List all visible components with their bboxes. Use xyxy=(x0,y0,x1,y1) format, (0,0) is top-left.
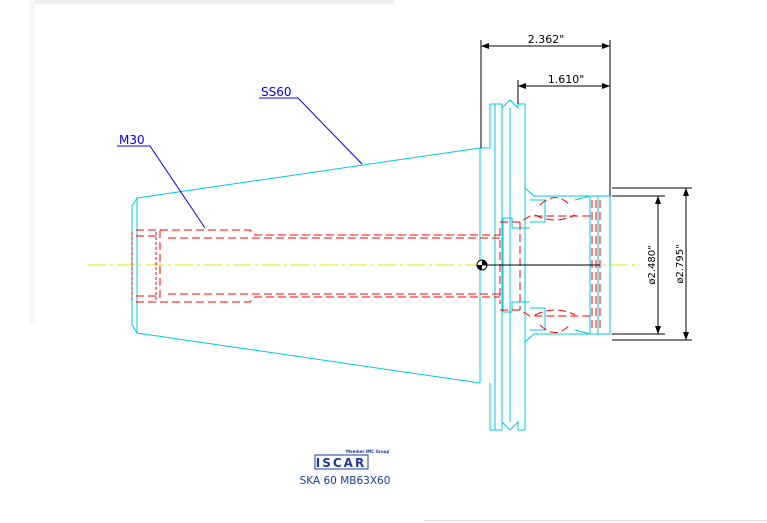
bottom-border-line xyxy=(424,520,767,521)
leader-lines xyxy=(117,97,363,229)
top-border-strip xyxy=(34,0,394,4)
brand-wordmark: ISCAR xyxy=(316,456,366,470)
center-mark-icon xyxy=(476,259,600,271)
part-label: SKA 60 MB63X60 xyxy=(300,475,391,487)
dimension-lines xyxy=(480,40,692,341)
dimension-outer-diameter: ø2.795" xyxy=(675,244,686,283)
label-thread: M30 xyxy=(119,133,145,147)
dimension-inner-diameter: ø2.480" xyxy=(647,245,658,284)
brand-tagline: Member IMC Group xyxy=(346,449,389,454)
hidden-lines-solid xyxy=(131,232,157,300)
label-taper: SS60 xyxy=(261,85,292,99)
brand-logo: Member IMC Group ISCAR xyxy=(314,449,389,470)
hidden-lines xyxy=(136,197,601,333)
dimension-flange-to-face: 1.610" xyxy=(548,73,585,86)
dimension-overall-length: 2.362" xyxy=(528,33,565,46)
left-border-strip xyxy=(30,0,35,323)
